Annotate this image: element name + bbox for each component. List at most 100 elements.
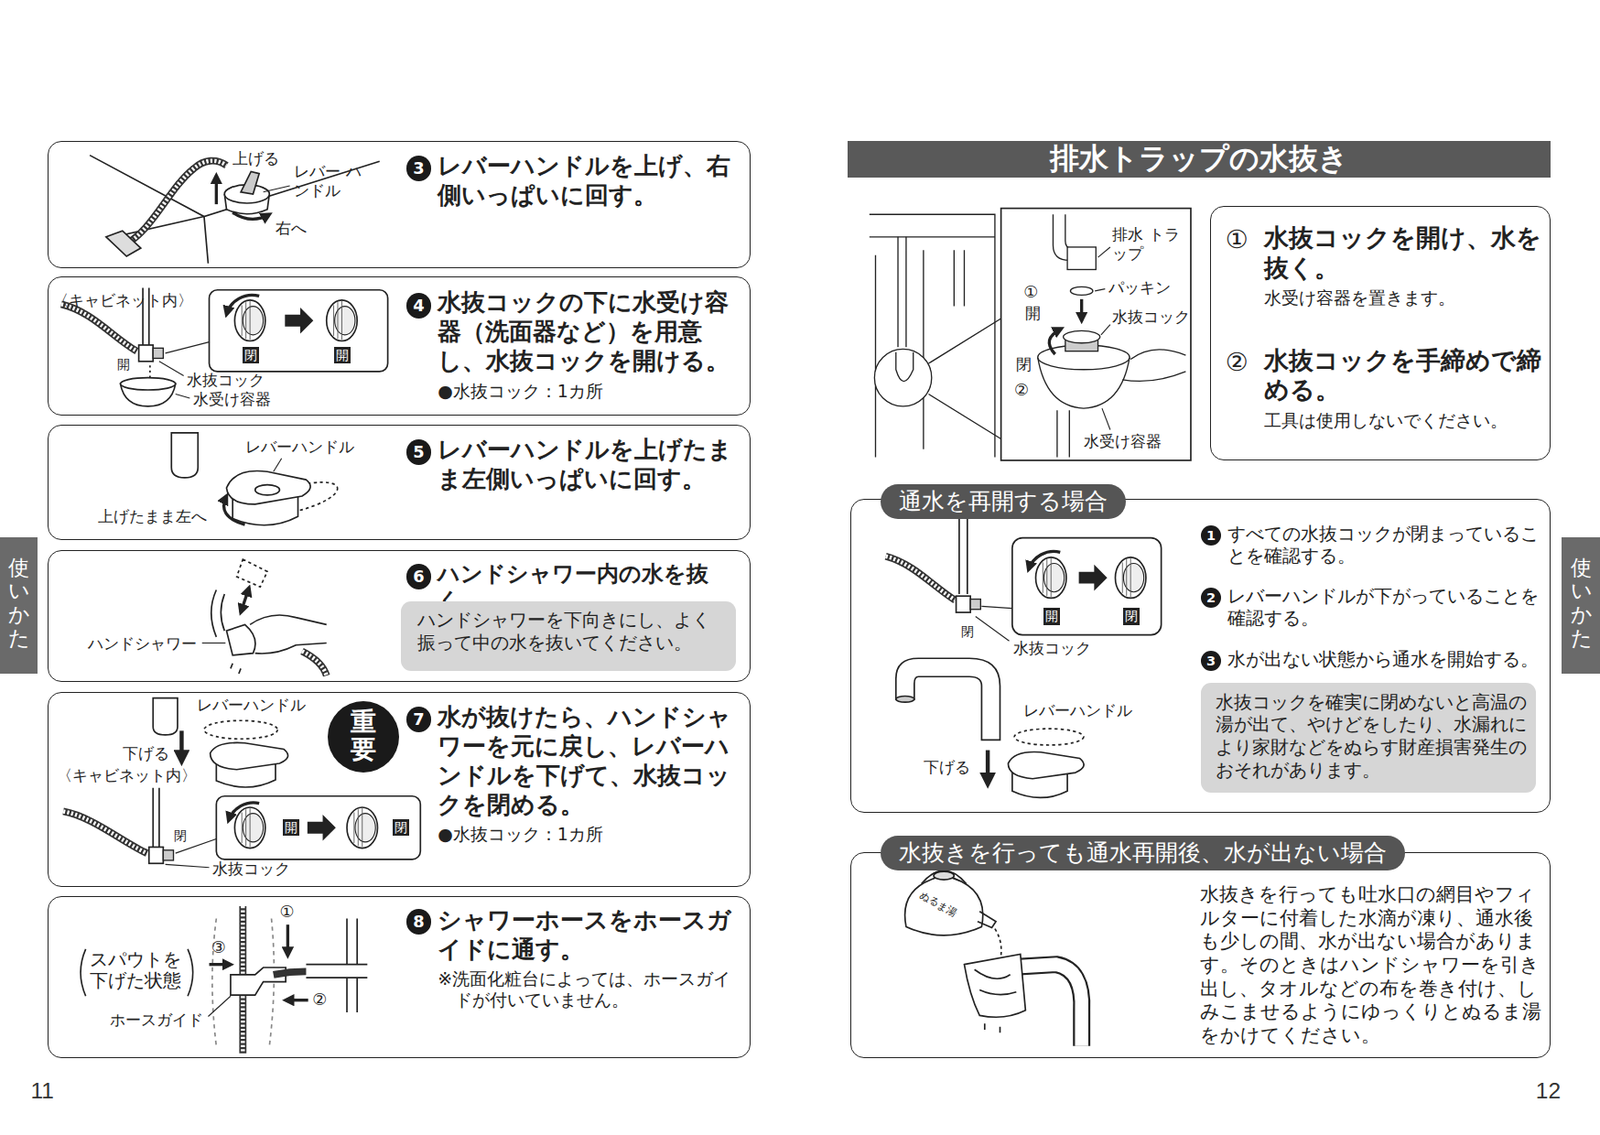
callout-number: ② bbox=[1014, 379, 1029, 400]
step4-figure bbox=[149, 365, 152, 378]
step7-figure bbox=[234, 807, 265, 849]
cabinet-figure bbox=[928, 318, 1001, 440]
part-label: 水受け容器 bbox=[1083, 432, 1162, 452]
state-label: 閉 bbox=[173, 828, 187, 844]
page-number: 12 bbox=[1535, 1077, 1561, 1104]
cabinet-figure bbox=[1080, 299, 1083, 321]
part-label: 水抜コック bbox=[1112, 307, 1190, 327]
step-detail: ●水抜コック：1カ所 bbox=[437, 823, 744, 845]
section-heading: 水抜きを行っても通水再開後、水が出ない場合 bbox=[880, 835, 1406, 871]
step3-figure bbox=[124, 161, 227, 246]
thaw-figure bbox=[994, 929, 1002, 963]
step4-figure bbox=[159, 361, 184, 377]
step-heading: 水が抜けたら、ハンドシャワーを元に戻し、レバーハンドルを下げて、水抜コックを閉め… bbox=[437, 702, 744, 821]
state-label: 閉 bbox=[1016, 355, 1032, 375]
tab-text: 使いかた bbox=[1570, 556, 1592, 651]
step8-figure bbox=[305, 918, 368, 1013]
thaw-figure bbox=[984, 1023, 1001, 1033]
step6-figure bbox=[302, 650, 327, 676]
step5-figure bbox=[273, 458, 282, 472]
step7-figure bbox=[308, 816, 336, 840]
cabinet-figure bbox=[1067, 247, 1096, 271]
step7-figure bbox=[165, 864, 210, 867]
cabinet-figure bbox=[1070, 286, 1093, 295]
restart-figure bbox=[1007, 751, 1084, 779]
callout-number: ③ bbox=[211, 937, 227, 957]
step6-figure bbox=[302, 650, 327, 676]
restart-figure bbox=[1114, 557, 1146, 599]
step4-figure bbox=[209, 290, 389, 372]
part-label: レバーハンドル bbox=[1023, 701, 1133, 721]
restart-figure bbox=[981, 605, 1012, 608]
step-detail: 水受け容器を置きます。 bbox=[1264, 287, 1535, 309]
body-text: 水抜きを行っても吐水口の網目やフィルターに付着した水滴が凍り、通水後も少しの間、… bbox=[1200, 883, 1542, 1048]
step6-figure bbox=[230, 663, 241, 674]
step4-figure bbox=[139, 345, 164, 362]
state-label: 閉 bbox=[392, 819, 410, 836]
thaw-figure bbox=[933, 871, 954, 880]
step8-figure bbox=[273, 971, 307, 974]
step3-figure bbox=[232, 212, 270, 219]
step3-figure bbox=[106, 230, 141, 257]
part-label: 右へ bbox=[275, 218, 307, 238]
step-number: 4 bbox=[406, 292, 433, 319]
step-number: 2 bbox=[1200, 587, 1222, 608]
step-heading: レバーハンドルを上げたまま左側いっぱいに回す。 bbox=[437, 435, 744, 495]
warning-text: 水抜コックを確実に閉めないと高温の湯が出て、やけどをしたり、水漏れにより家財など… bbox=[1215, 691, 1527, 783]
cabinet-figure bbox=[1122, 349, 1186, 382]
callout-number: ① bbox=[279, 901, 294, 921]
state-label: 開 bbox=[1025, 303, 1041, 324]
step-heading: 水抜コックを開け、水を抜く。 bbox=[1264, 223, 1542, 283]
side-tab: 使いかた bbox=[0, 537, 38, 673]
part-label: ホースガイド bbox=[109, 1010, 204, 1030]
badge-text: 重要 bbox=[350, 708, 377, 765]
step-box: ①水抜コックを開け、水を抜く。水受け容器を置きます。②水抜コックを手締めで締める… bbox=[1210, 205, 1551, 461]
action-label: 下げる bbox=[923, 757, 971, 778]
restart-figure bbox=[1079, 566, 1106, 590]
restart-figure bbox=[896, 658, 1001, 740]
warning-box: 水抜コックを確実に閉めないと高温の湯が出て、やけどをしたり、水漏れにより家財など… bbox=[1200, 682, 1536, 793]
note-text: ハンドシャワーを下向きにし、よく振って中の水を抜いてください。 bbox=[417, 608, 726, 654]
step6-figure bbox=[202, 559, 327, 676]
step-box: 6ハンドシャワー内の水を抜く。ハンドシャワーを下向きにし、よく振って中の水を抜い… bbox=[47, 550, 751, 682]
step-box: 3レバーハンドルを上げ、右側いっぱいに回す。 bbox=[47, 140, 751, 269]
step4-figure bbox=[326, 300, 357, 342]
step6-figure bbox=[240, 587, 249, 613]
kettle-label: ぬるま湯 bbox=[918, 888, 960, 920]
restart-figure bbox=[1012, 538, 1162, 636]
section-box: 水抜きを行っても通水再開後、水が出ない場合水抜きを行っても吐水口の網目やフィルタ… bbox=[850, 852, 1552, 1059]
step-detail: 工具は使用しないでください。 bbox=[1264, 410, 1535, 432]
cabinet-figure bbox=[869, 208, 1191, 461]
thaw-figure bbox=[974, 969, 1017, 995]
restart-figure bbox=[1014, 728, 1084, 746]
step-text: すべての水抜コックが閉まっていることを確認する。 bbox=[1227, 522, 1546, 568]
part-label: 水抜コック bbox=[212, 859, 291, 879]
step7-figure bbox=[149, 846, 174, 864]
cabinet-figure bbox=[1094, 289, 1105, 292]
cabinet-figure bbox=[1063, 330, 1101, 343]
action-label: 下げる bbox=[122, 744, 170, 764]
cabinet-figure bbox=[1057, 410, 1070, 457]
step6-figure bbox=[211, 590, 225, 638]
step8-figure bbox=[285, 998, 309, 1002]
step7-figure bbox=[204, 720, 278, 739]
part-label: レバー ハンドル bbox=[293, 162, 364, 200]
step-text: レバーハンドルが下がっていることを確認する。 bbox=[1227, 584, 1546, 630]
thaw-figure bbox=[905, 870, 1082, 1047]
part-label: 水抜コック bbox=[1013, 638, 1092, 659]
step8-figure bbox=[80, 906, 368, 1054]
restart-figure bbox=[886, 510, 1162, 799]
step-number: 3 bbox=[406, 155, 433, 182]
step7-figure bbox=[152, 698, 178, 736]
cabinet-figure bbox=[1001, 208, 1191, 461]
cabinet-figure bbox=[1048, 328, 1061, 355]
restart-figure bbox=[956, 595, 982, 613]
section-title: 排水トラップの水抜き bbox=[847, 143, 1551, 173]
restart-figure bbox=[1028, 551, 1061, 570]
step-detail: ●水抜コック：1カ所 bbox=[437, 380, 744, 402]
step7-figure bbox=[63, 810, 147, 854]
part-label: 上げる bbox=[232, 149, 280, 169]
step4-figure bbox=[165, 342, 210, 354]
restart-figure bbox=[959, 510, 968, 595]
step4-figure bbox=[175, 393, 191, 398]
